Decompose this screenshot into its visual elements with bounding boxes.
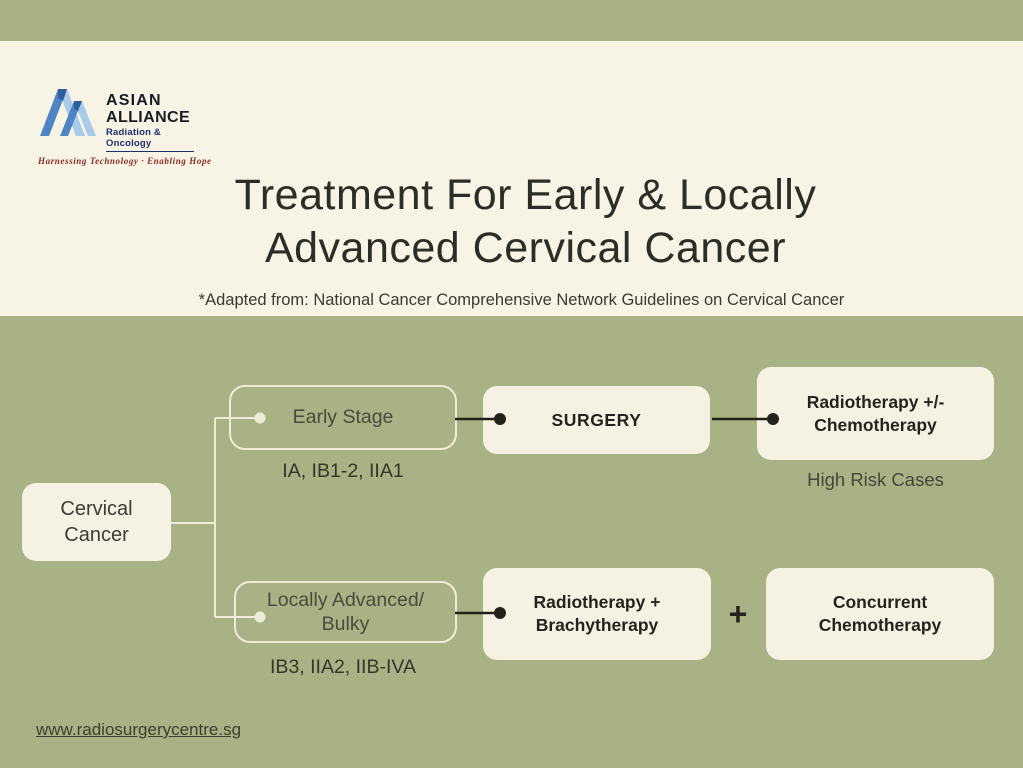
node-concurrent-chemotherapy-line1: Concurrent <box>832 592 928 612</box>
node-radiotherapy-brachytherapy: Radiotherapy + Brachytherapy <box>483 568 711 660</box>
asian-alliance-logo-icon <box>40 89 96 136</box>
node-radiotherapy-chemotherapy-line1: Radiotherapy +/- <box>806 391 945 412</box>
source-note: *Adapted from: National Cancer Comprehen… <box>198 291 845 309</box>
node-early-stage-label: Early Stage <box>292 406 394 428</box>
node-cervical-cancer: Cervical Cancer <box>22 483 171 561</box>
header: ASIAN ALLIANCE Radiation & Oncology Harn… <box>0 41 1023 316</box>
logo-tagline: Harnessing Technology · Enabling Hope <box>38 156 212 166</box>
top-accent-bar <box>0 0 1023 41</box>
page-title: Treatment For Early & Locally Advanced C… <box>14 169 1023 275</box>
node-radiotherapy-brachytherapy-line1: Radiotherapy + <box>533 592 661 612</box>
node-locally-advanced: Locally Advanced/ Bulky <box>234 581 457 643</box>
page-title-line1: Treatment For Early & Locally <box>234 171 817 219</box>
node-concurrent-chemotherapy-line2: Chemotherapy <box>818 615 942 635</box>
node-concurrent-chemotherapy: Concurrent Chemotherapy <box>766 568 994 660</box>
node-cervical-cancer-line1: Cervical <box>60 498 133 520</box>
node-locally-advanced-line2: Bulky <box>321 613 370 635</box>
high-risk-note: High Risk Cases <box>807 469 944 490</box>
logo-division: Radiation & Oncology <box>106 127 194 152</box>
node-surgery: SURGERY <box>483 386 710 454</box>
node-radiotherapy-brachytherapy-line2: Brachytherapy <box>535 615 659 635</box>
plus-sign: + <box>728 595 748 632</box>
logo-name-line2: ALLIANCE <box>106 109 191 126</box>
logo-name-line1: ASIAN <box>106 92 162 109</box>
website-link[interactable]: www.radiosurgerycentre.sg <box>36 720 242 739</box>
asian-alliance-logo: ASIAN ALLIANCE Radiation & Oncology Harn… <box>38 86 212 166</box>
node-surgery-label: SURGERY <box>551 409 642 430</box>
node-cervical-cancer-line2: Cancer <box>64 524 129 546</box>
node-radiotherapy-chemotherapy: Radiotherapy +/- Chemotherapy <box>757 367 994 460</box>
node-locally-advanced-line1: Locally Advanced/ <box>266 589 425 611</box>
page-title-line2: Advanced Cervical Cancer <box>264 224 787 272</box>
node-early-stage: Early Stage <box>229 385 457 450</box>
node-radiotherapy-chemotherapy-line2: Chemotherapy <box>814 414 937 435</box>
early-stage-codes: IA, IB1-2, IIA1 <box>282 460 404 482</box>
locally-advanced-codes: IB3, IIA2, IIB-IVA <box>270 656 416 678</box>
